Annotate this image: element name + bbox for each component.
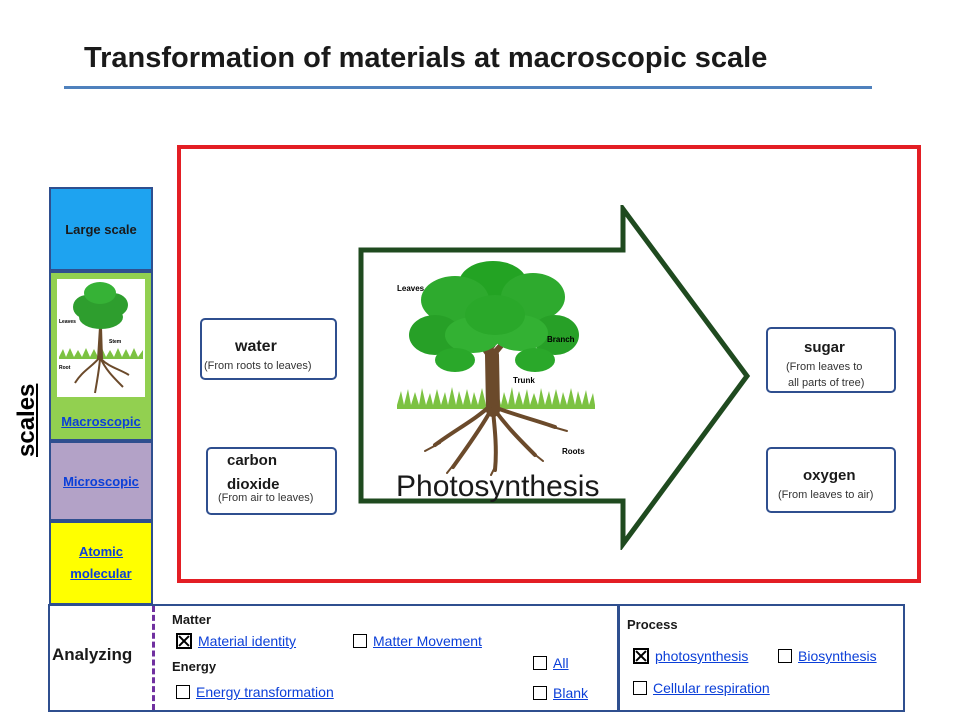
- tree-roots-label: Roots: [562, 447, 585, 456]
- all-link[interactable]: All: [553, 655, 569, 671]
- output-oxygen-box[interactable]: oxygen (From leaves to air): [766, 447, 896, 513]
- output-sugar-destination-line1: (From leaves to: [786, 361, 863, 373]
- blank-checkbox[interactable]: [533, 686, 547, 700]
- process-panel: [618, 604, 905, 712]
- option-matter-movement[interactable]: Matter Movement: [353, 633, 482, 649]
- scale-macroscopic-label[interactable]: Macroscopic: [61, 414, 141, 429]
- scale-microscopic-label[interactable]: Microscopic: [63, 473, 139, 489]
- energy-transformation-link[interactable]: Energy transformation: [196, 684, 334, 700]
- output-oxygen-name: oxygen: [803, 467, 856, 484]
- photosynthesis-checkbox[interactable]: [633, 648, 649, 664]
- process-section-label: Process: [627, 617, 678, 632]
- material-identity-checkbox[interactable]: [176, 633, 192, 649]
- option-photosynthesis[interactable]: photosynthesis: [633, 648, 748, 664]
- energy-label: Energy: [172, 659, 217, 674]
- thumb-root-label: Root: [59, 365, 71, 371]
- scale-microscopic[interactable]: Microscopic: [49, 441, 153, 521]
- output-sugar-name: sugar: [804, 339, 845, 356]
- option-energy-transformation[interactable]: Energy transformation: [176, 684, 334, 700]
- input-carbon-dioxide-source: (From air to leaves): [218, 492, 314, 504]
- option-cellular-respiration[interactable]: Cellular respiration: [633, 680, 770, 696]
- photosynthesis-link[interactable]: photosynthesis: [655, 648, 749, 664]
- analyzing-label: Analyzing: [52, 645, 133, 664]
- photosynthesis-arrow: Leaves Branch Trunk Roots: [358, 205, 751, 550]
- input-water-box[interactable]: water (From roots to leaves): [200, 318, 337, 380]
- energy-transformation-checkbox[interactable]: [176, 685, 190, 699]
- scale-atomic-molecular-label[interactable]: Atomic molecular: [70, 544, 132, 581]
- scale-large-scale[interactable]: Large scale: [49, 187, 153, 271]
- option-biosynthesis[interactable]: Biosynthesis: [778, 648, 877, 664]
- output-sugar-destination-line2: all parts of tree): [788, 377, 865, 389]
- tree-leaves-label: Leaves: [397, 284, 425, 293]
- cellular-respiration-link[interactable]: Cellular respiration: [653, 680, 770, 696]
- input-water-name: water: [235, 338, 277, 355]
- biosynthesis-link[interactable]: Biosynthesis: [798, 648, 877, 664]
- option-blank[interactable]: Blank: [533, 685, 588, 701]
- scale-atomic-molecular[interactable]: Atomic molecular: [49, 521, 153, 605]
- biosynthesis-checkbox[interactable]: [778, 649, 792, 663]
- analyzing-divider: [152, 606, 155, 710]
- input-carbon-dioxide-box[interactable]: carbon dioxide (From air to leaves): [206, 447, 337, 515]
- blank-link[interactable]: Blank: [553, 685, 589, 701]
- thumb-stem-label: Stem: [109, 339, 122, 345]
- output-oxygen-destination: (From leaves to air): [778, 489, 874, 501]
- material-identity-link[interactable]: Material identity: [198, 633, 297, 649]
- macroscopic-view-frame: [177, 145, 921, 583]
- title-underline: [64, 86, 872, 89]
- matter-movement-link[interactable]: Matter Movement: [373, 633, 482, 649]
- thumb-leaves-label: Leaves: [59, 319, 76, 325]
- input-carbon-dioxide-name-line1: carbon: [227, 452, 278, 469]
- input-carbon-dioxide-name-line2: dioxide: [227, 476, 280, 493]
- option-material-identity[interactable]: Material identity: [176, 633, 296, 649]
- tree-thumbnail-image: Leaves Stem Root: [57, 279, 145, 397]
- page-title: Transformation of materials at macroscop…: [84, 42, 768, 74]
- scale-large-scale-label: Large scale: [65, 221, 137, 237]
- cellular-respiration-checkbox[interactable]: [633, 681, 647, 695]
- input-water-source: (From roots to leaves): [204, 360, 312, 372]
- tree-canopy: [409, 261, 579, 372]
- output-sugar-box[interactable]: sugar (From leaves to all parts of tree): [766, 327, 896, 393]
- matter-movement-checkbox[interactable]: [353, 634, 367, 648]
- option-all[interactable]: All: [533, 655, 569, 671]
- tree-trunk-label: Trunk: [513, 376, 535, 385]
- matter-label: Matter: [172, 612, 212, 627]
- tree-branch-label: Branch: [547, 335, 575, 344]
- scales-axis-label: scales: [13, 383, 40, 457]
- process-label: Photosynthesis: [396, 470, 600, 503]
- scale-macroscopic[interactable]: Leaves Stem Root Macroscopic: [49, 271, 153, 441]
- all-checkbox[interactable]: [533, 656, 547, 670]
